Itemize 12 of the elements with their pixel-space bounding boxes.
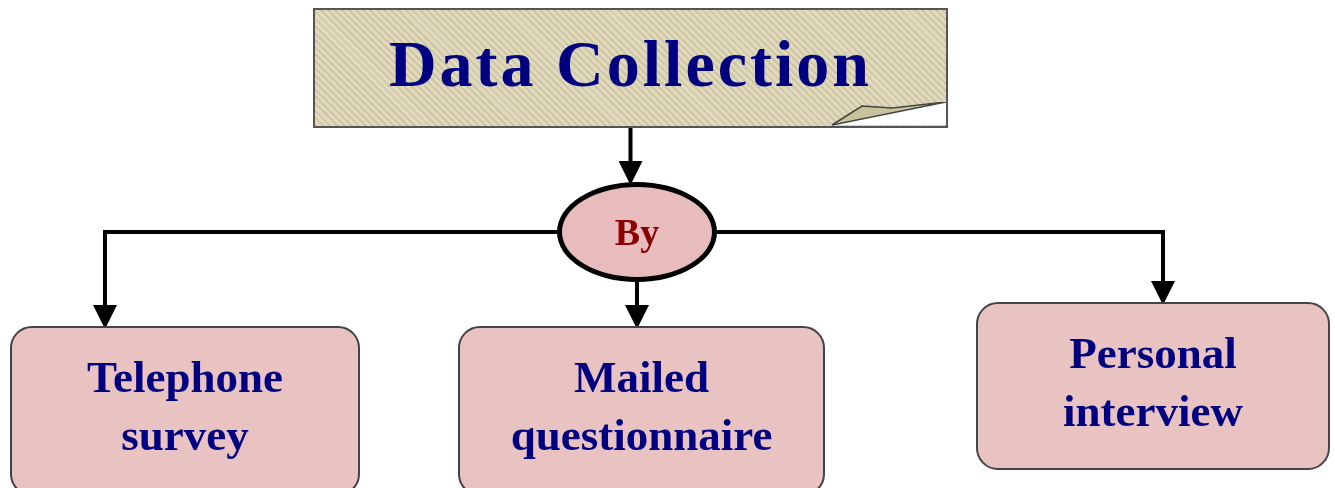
method-label: Mailed questionnaire [509,351,774,462]
method-label: Personal interview [1062,327,1244,438]
method-box [10,326,360,488]
arrow [93,230,557,329]
method-box [458,326,825,488]
method-label: Telephone survey [86,351,284,462]
arrow [625,282,649,329]
title-banner [313,8,948,128]
method-box [976,302,1330,470]
arrow [717,230,1175,305]
banner-label: Data Collection [388,31,873,102]
connector-label: By [614,213,660,251]
